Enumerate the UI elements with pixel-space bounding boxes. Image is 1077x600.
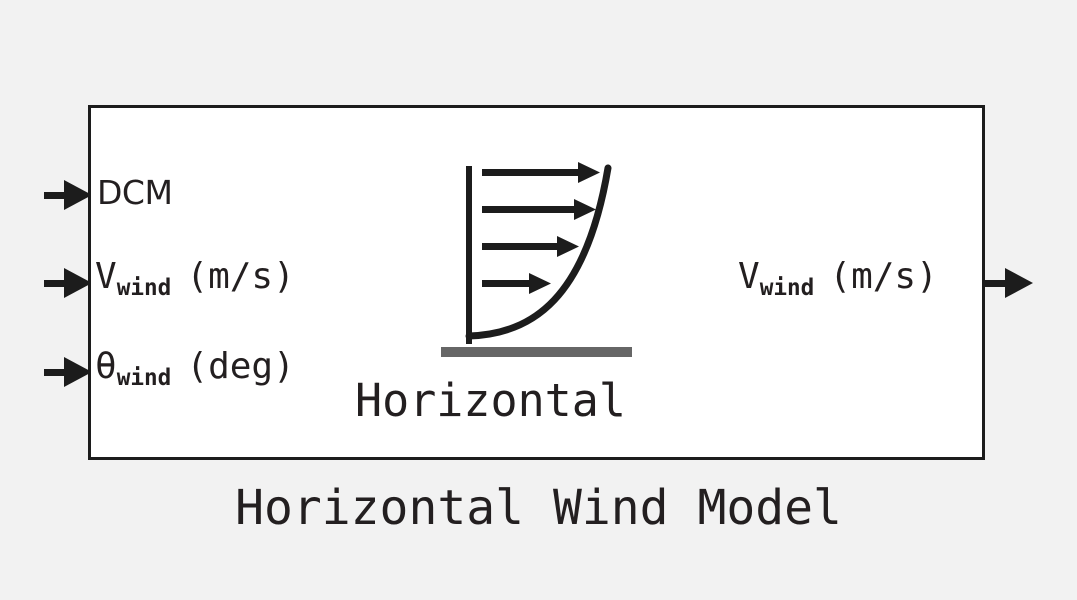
block-caption: Horizontal Wind Model xyxy=(235,480,842,536)
input-port-arrow-dcm[interactable] xyxy=(44,180,92,210)
output-label-vwind-unit: (m/s) xyxy=(829,256,938,297)
wind-arrow-1 xyxy=(482,162,600,183)
wind-profile-icon xyxy=(438,158,638,358)
input-label-dcm-text: DCM xyxy=(97,173,173,212)
arrow-stem xyxy=(44,369,70,376)
wind-arrow-3 xyxy=(482,236,579,257)
wind-profile-axis xyxy=(466,166,472,344)
input-label-thetawind-unit: (deg) xyxy=(186,346,295,387)
input-label-vwind-unit: (m/s) xyxy=(186,256,295,297)
input-label-thetawind: θwind (deg) xyxy=(95,346,295,390)
input-label-vwind-subscript: wind xyxy=(116,274,172,301)
input-label-vwind: Vwind (m/s) xyxy=(95,256,295,300)
input-label-vwind-symbol: V xyxy=(95,256,117,297)
arrow-head xyxy=(64,357,92,387)
wind-profile-curve xyxy=(465,164,612,340)
arrow-stem xyxy=(985,280,1011,287)
arrow-head xyxy=(64,180,92,210)
wind-arrow-4 xyxy=(482,273,551,294)
block-inner-label: Horizontal xyxy=(0,378,1077,423)
input-label-dcm: DCM xyxy=(97,173,173,212)
wind-profile-ground xyxy=(441,347,632,357)
output-port-arrow-vwind[interactable] xyxy=(985,268,1033,298)
arrow-stem xyxy=(44,192,70,199)
input-label-thetawind-subscript: wind xyxy=(116,364,172,391)
input-label-thetawind-symbol: θ xyxy=(95,346,117,387)
arrow-stem xyxy=(44,280,70,287)
wind-arrow-2 xyxy=(482,199,596,220)
input-port-arrow-thetawind[interactable] xyxy=(44,357,92,387)
input-port-arrow-vwind[interactable] xyxy=(44,268,92,298)
output-label-vwind: Vwind (m/s) xyxy=(738,256,938,300)
output-label-vwind-subscript: wind xyxy=(759,274,815,301)
block-inner-label-text: Horizontal xyxy=(355,374,626,427)
output-label-vwind-symbol: V xyxy=(738,256,760,297)
arrow-head xyxy=(64,268,92,298)
arrow-head xyxy=(1005,268,1033,298)
